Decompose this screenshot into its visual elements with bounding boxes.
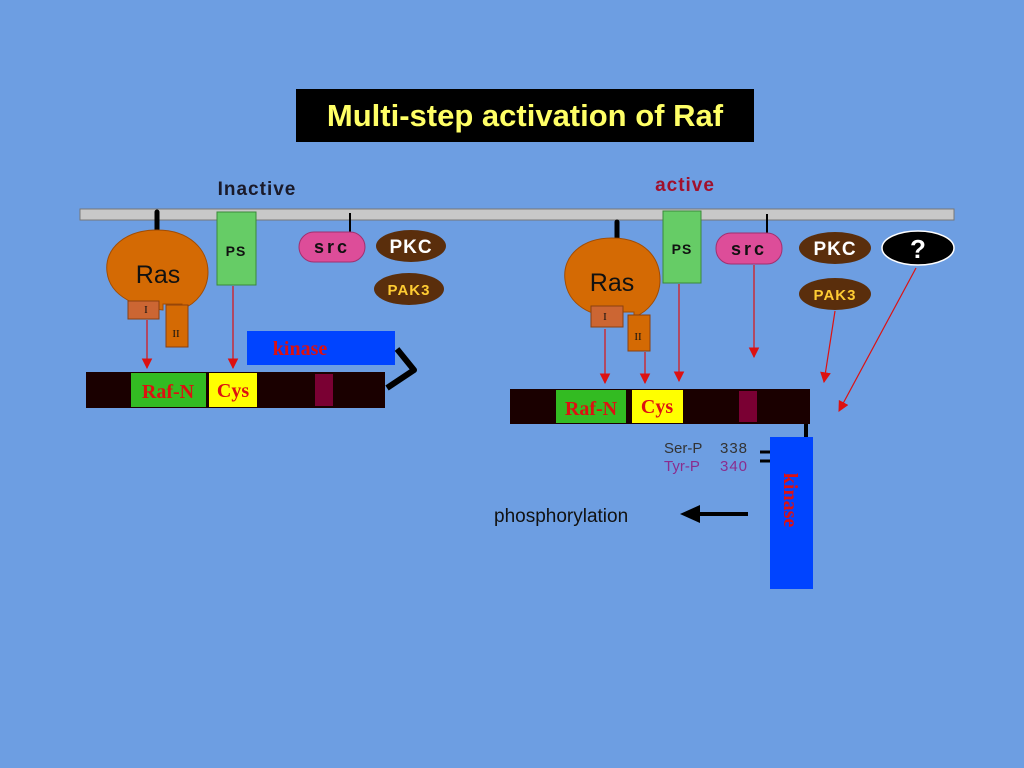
- kinase-label-inactive: kinase: [273, 338, 328, 360]
- raf-n-domain: [131, 373, 206, 407]
- src-label-active: src: [731, 239, 767, 259]
- unknown-kinase-label: ?: [910, 234, 926, 264]
- pak3-oval-active: [799, 278, 871, 310]
- cys-domain: [209, 373, 257, 407]
- title-box: [296, 89, 754, 142]
- pak3-oval: [374, 273, 444, 305]
- raf-hinge: [385, 347, 417, 391]
- kinase-domain-active: [770, 437, 813, 589]
- src-oval: [298, 231, 366, 263]
- arrow-pak3: [820, 310, 836, 384]
- ps-block: [216, 211, 257, 286]
- pkc-label: PKC: [389, 237, 432, 258]
- ser-p-label: Ser-P: [664, 440, 702, 457]
- inactive-complex: Ras I II PS src PKC PAK3 Raf-N Cys kinas…: [86, 209, 446, 408]
- ps-label: PS: [226, 243, 247, 259]
- src-oval-active: [715, 232, 783, 265]
- tyr-p-label: Tyr-P: [664, 458, 700, 475]
- ras-site-1-label: I: [144, 304, 148, 316]
- raf-n-label-active: Raf-N: [565, 398, 618, 420]
- ser-p-position: 338: [720, 440, 748, 457]
- raf-phospho-site-active: [739, 391, 757, 422]
- ps-label-active: PS: [672, 241, 693, 257]
- ras-site-2-label-active: II: [634, 331, 642, 343]
- ras-label-active: Ras: [590, 269, 634, 297]
- cys-label-active: Cys: [641, 396, 673, 418]
- tyr-p-position: 340: [720, 458, 748, 475]
- pkc-label-active: PKC: [813, 239, 856, 260]
- phosphorylation-label: phosphorylation: [494, 506, 628, 527]
- ras-site-2: [165, 304, 189, 348]
- pkc-oval-active: [799, 232, 871, 264]
- ras-site-1-label-active: I: [603, 311, 607, 323]
- page-title: Multi-step activation of Raf: [326, 98, 724, 133]
- active-complex: Ras I II PS src PKC PAK3 ? Raf-N Cys: [494, 210, 955, 589]
- cys-label: Cys: [217, 380, 249, 402]
- raf-n-label: Raf-N: [142, 381, 195, 403]
- ras-site-1: [127, 300, 160, 320]
- active-label: active: [655, 175, 715, 196]
- cys-domain-active: [632, 390, 683, 423]
- unknown-kinase-oval: [881, 230, 955, 266]
- ras-site-1-active: [590, 305, 624, 328]
- pkc-oval: [376, 230, 446, 262]
- kinase-label-active: kinase: [779, 473, 801, 528]
- inactive-label: Inactive: [218, 179, 297, 200]
- arrow-unknown-kinase: [838, 267, 917, 412]
- ps-block-active: [662, 210, 702, 284]
- pak3-label: PAK3: [388, 282, 431, 299]
- pak3-label-active: PAK3: [814, 287, 857, 304]
- membrane: [79, 208, 955, 221]
- raf-phospho-site: [315, 374, 333, 406]
- ras-label: Ras: [136, 261, 180, 289]
- ras-site-2-label: II: [172, 328, 180, 340]
- ras-protein: [106, 229, 209, 311]
- phosphorylation-arrow-head: [680, 505, 700, 523]
- raf-n-domain-active: [556, 390, 626, 423]
- ras-site-2-active: [627, 314, 651, 352]
- kinase-domain-inactive: [247, 331, 395, 365]
- src-label: src: [314, 237, 350, 257]
